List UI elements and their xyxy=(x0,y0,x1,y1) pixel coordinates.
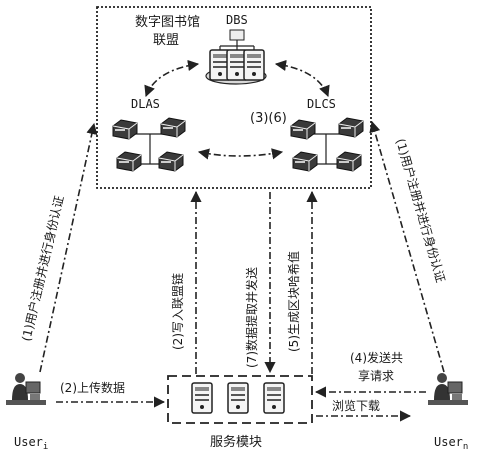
upload-label: (2)上传数据 xyxy=(60,380,125,395)
register-right-label: (1)用户注册并进行身份认证 xyxy=(393,137,448,284)
register-left-arrow xyxy=(39,122,98,373)
server-rack-icon xyxy=(191,382,285,414)
register-left-label: (1)用户注册并进行身份认证 xyxy=(18,194,66,343)
database-server-icon xyxy=(205,29,267,85)
user-left: Useri xyxy=(5,372,48,452)
dlas-node: DLAS xyxy=(112,97,186,172)
extract-send-label: (7)数据提取并发送 xyxy=(244,267,259,368)
service-module-label: 服务模块 xyxy=(210,434,262,450)
dlcs-steps-label: (3)(6) xyxy=(250,111,287,126)
dbs-label: DBS xyxy=(226,13,248,27)
dbs-dlas-link xyxy=(144,59,200,98)
send-share-label-line2: 享请求 xyxy=(358,368,394,383)
user-left-label: Useri xyxy=(14,435,48,452)
write-chain-label: (2)写入联盟链 xyxy=(170,273,185,350)
dbs-dlcs-link xyxy=(274,59,330,98)
consortium-title-line2: 联盟 xyxy=(153,33,179,48)
server-cluster-icon xyxy=(290,117,364,172)
dlcs-node: DLCS (3)(6) xyxy=(250,97,364,172)
dlcs-label: DLCS xyxy=(307,97,336,111)
generate-hash-label: (5)生成区块哈希值 xyxy=(286,251,301,352)
user-right: Usern xyxy=(427,372,469,452)
consortium-frame xyxy=(96,6,372,189)
send-share-label-line1: (4)发送共 xyxy=(350,350,403,365)
dbs-node: DBS xyxy=(205,13,267,85)
browse-download-label: 浏览下载 xyxy=(332,398,380,413)
service-module-frame xyxy=(167,375,313,424)
register-right-arrow xyxy=(369,120,445,373)
user-at-computer-icon xyxy=(427,372,469,406)
user-at-computer-icon xyxy=(5,372,47,406)
dlas-label: DLAS xyxy=(131,97,160,111)
dlas-dlcs-link xyxy=(197,148,284,160)
server-cluster-icon xyxy=(112,117,186,172)
user-right-label: Usern xyxy=(434,435,468,452)
consortium-title-line1: 数字图书馆 xyxy=(135,15,200,30)
